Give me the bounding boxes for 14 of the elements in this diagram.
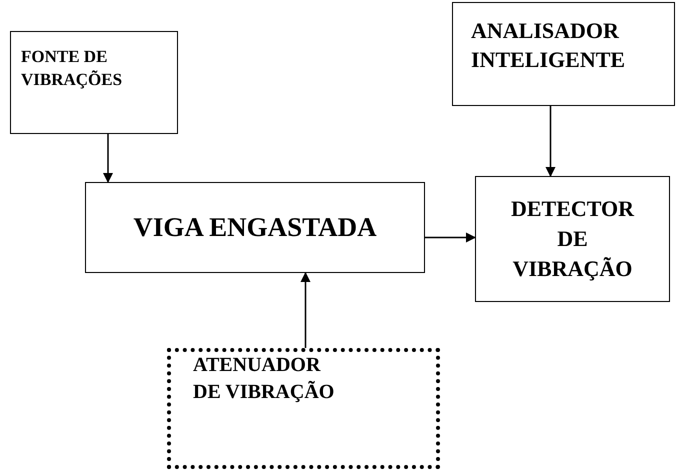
process-box <box>475 176 670 302</box>
box-label: ANALISADOR INTELIGENTE <box>471 17 626 74</box>
process-box <box>85 182 425 273</box>
arrow <box>425 232 476 242</box>
arrow <box>300 272 310 348</box>
box-label: ATENUADOR DE VIBRAÇÃO <box>193 353 336 405</box>
arrow <box>546 106 556 177</box>
process-box <box>452 2 675 106</box>
box-label: DETECTOR DE VIBRAÇÃO <box>510 195 636 283</box>
process-box <box>10 31 178 134</box>
arrow <box>103 134 113 183</box>
box-label: VIGA ENGASTADA <box>133 211 377 244</box>
box-label: FONTE DE VIBRAÇÕES <box>21 46 124 91</box>
dotted-box <box>167 348 440 469</box>
